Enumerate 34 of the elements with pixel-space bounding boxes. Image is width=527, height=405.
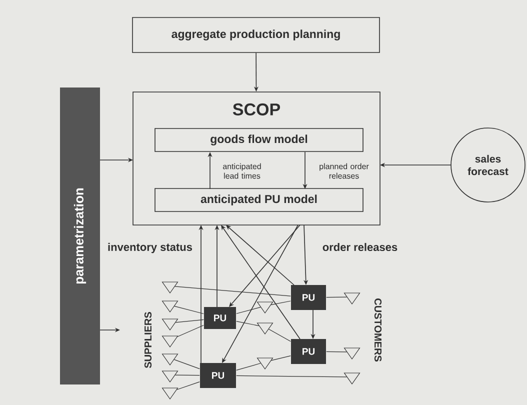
side-label: CUSTOMERS (374, 298, 382, 362)
connector-line (268, 328, 291, 342)
connector-line (270, 300, 291, 306)
edge-label: planned order releases (320, 163, 369, 179)
unit-box: PU (291, 339, 326, 364)
connector-line (326, 351, 347, 352)
connector-line (236, 362, 261, 371)
connector-line (175, 319, 204, 323)
arrow (222, 224, 298, 363)
connector-line (271, 356, 291, 361)
unit-box: PU (200, 363, 236, 388)
connector-line (236, 306, 261, 314)
connector-line (174, 286, 291, 296)
connector-line (174, 374, 200, 376)
process-box: anticipated PU model (154, 188, 364, 212)
connector-line (326, 296, 348, 298)
side-band: parametrization (60, 88, 100, 384)
connector-line (236, 375, 347, 378)
connector-line (177, 324, 204, 337)
flow-label: order releases (322, 242, 398, 252)
process-box: goods flow model (154, 128, 364, 152)
arrow (229, 224, 300, 307)
connector-line (174, 306, 204, 314)
side-label: SUPPLIERS (144, 312, 152, 368)
connector-line (236, 320, 260, 326)
flow-label: inventory status (108, 242, 192, 254)
edge-label: anticipated lead times (223, 163, 261, 179)
unit-box: PU (204, 307, 236, 329)
connector-line (174, 359, 200, 370)
connector-line (176, 382, 200, 390)
process-box: aggregate production planning (132, 17, 380, 53)
arrow (221, 225, 300, 340)
unit-box: PU (291, 285, 326, 310)
arrow (226, 225, 294, 286)
